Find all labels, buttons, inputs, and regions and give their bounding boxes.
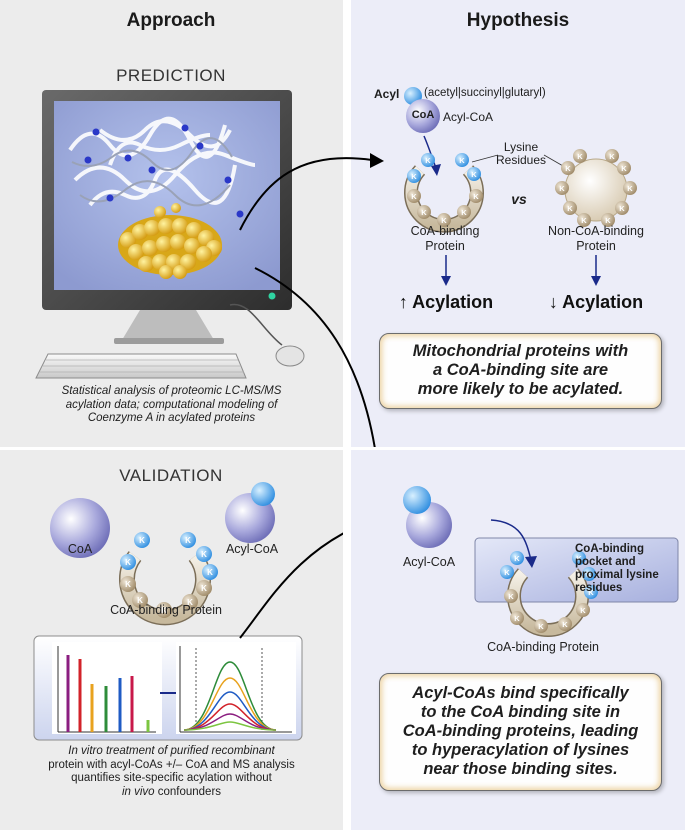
lysine-k-label: K xyxy=(125,558,131,567)
hypothesis-top-illustration: K K K K K K K K K K K K K K K K K K K xyxy=(239,87,637,447)
prediction-caption: Statistical analysis of proteomic LC-MS/… xyxy=(61,385,282,424)
acylcoa-label: Acyl-CoA xyxy=(225,542,279,556)
validation-caption: In vitro treatment of purified recombina… xyxy=(48,745,295,798)
keyboard xyxy=(35,353,247,379)
lysine-k-label: K xyxy=(137,596,143,605)
acylcoa-label-top: Acyl-CoA xyxy=(443,110,494,124)
lysine-k-label: K xyxy=(504,568,510,577)
validation-heading: VALIDATION xyxy=(119,466,223,485)
lysine-k-label: K xyxy=(125,580,131,589)
chromatogram-peak xyxy=(183,713,277,731)
coa-binding-protein-bottom-label: CoA-binding Protein xyxy=(487,640,599,654)
lysine-k-label: K xyxy=(538,622,544,631)
acyl-group-ball xyxy=(251,482,275,506)
prediction-heading: PREDICTION xyxy=(116,66,226,85)
pocket-label: CoA-binding pocket and proximal lysine r… xyxy=(575,543,659,594)
hypothesis-statement-box-2: Acyl-CoAs bind specifically to the CoA b… xyxy=(379,673,662,791)
lysine-k-label: K xyxy=(461,208,467,217)
hypothesis-statement-box-1: Mitochondrial proteins with a CoA-bindin… xyxy=(379,333,662,409)
lysine-k-label: K xyxy=(609,152,615,161)
arrow-icon xyxy=(441,276,451,286)
lysine-k-label: K xyxy=(586,570,592,579)
arrow-icon xyxy=(431,164,441,176)
decreased-acylation-label: ↓ Acylation xyxy=(548,292,644,312)
lysine-k-label: K xyxy=(562,620,568,629)
lysine-k-label: K xyxy=(201,550,207,559)
hypothesis-bottom-illustration: K K K K K K K K K K xyxy=(403,486,679,637)
lysine-k-label: K xyxy=(471,170,477,179)
acyl-types: (acetyl|succinyl|glutaryl) xyxy=(424,87,546,99)
acylcoa-ball-top xyxy=(406,99,440,133)
lysine-k-label: K xyxy=(508,592,514,601)
coa-text: CoA xyxy=(411,109,435,121)
lysine-k-label: K xyxy=(588,588,594,597)
arrow-icon xyxy=(525,556,537,568)
hypothesis-arrow xyxy=(254,267,376,447)
lysine-k-label: K xyxy=(201,584,207,593)
lysine-residues xyxy=(120,532,218,618)
lysine-residues-label: Lysine Residues xyxy=(495,140,547,167)
acyl-label: Acyl xyxy=(374,87,400,101)
lysine-k-label: K xyxy=(514,614,520,623)
lysine-k-label: K xyxy=(161,606,167,615)
lysine-k-label: K xyxy=(565,164,571,173)
protein-structure xyxy=(68,116,256,207)
chromatogram-peak xyxy=(183,721,277,731)
lysine-k-label: K xyxy=(577,152,583,161)
chromatogram-peak xyxy=(183,703,277,731)
coa-label: CoA xyxy=(67,542,93,556)
chromatogram-peak xyxy=(183,691,277,731)
hypothesis-title: Hypothesis xyxy=(466,10,570,31)
lysine-k-label: K xyxy=(187,598,193,607)
acylcoa-label-bottom: Acyl-CoA xyxy=(402,555,456,569)
lysine-k-label: K xyxy=(411,172,417,181)
prediction-arrow xyxy=(239,157,373,231)
lysine-k-label: K xyxy=(473,192,479,201)
coa-molecule-blob xyxy=(118,203,222,279)
lysine-k-label: K xyxy=(567,204,573,213)
lysine-k-label: K xyxy=(605,216,611,225)
lysine-k-label: K xyxy=(627,184,633,193)
mouse-icon xyxy=(275,345,305,367)
lysine-k-label: K xyxy=(425,156,431,165)
approach-title: Approach xyxy=(126,10,216,31)
chromatogram-area xyxy=(176,642,296,734)
lysine-k-label: K xyxy=(621,164,627,173)
non-coa-binding-protein-label: Non-CoA-binding Protein xyxy=(548,224,644,253)
lysine-k-label: K xyxy=(459,156,465,165)
acyl-group-ball-bottom xyxy=(403,486,431,514)
lysine-k-label: K xyxy=(441,216,447,225)
vs-label: vs xyxy=(511,191,527,207)
lysine-k-label: K xyxy=(411,192,417,201)
lysine-k-label: K xyxy=(581,216,587,225)
lysine-k-label: K xyxy=(619,204,625,213)
coa-ball xyxy=(50,498,110,558)
lysine-k-label: K xyxy=(559,184,565,193)
validation-illustration: K K K K K K K K K K xyxy=(33,482,343,741)
chromatogram-peak xyxy=(183,661,277,731)
lysine-k-label: K xyxy=(207,568,213,577)
increased-acylation-label: ↑ Acylation xyxy=(398,292,494,312)
computer-illustration xyxy=(35,90,305,379)
chromatogram-peak xyxy=(183,677,277,731)
validation-arrow xyxy=(239,532,343,639)
lysine-k-label: K xyxy=(139,536,145,545)
lysine-k-label: K xyxy=(580,606,586,615)
monitor-stand xyxy=(122,310,214,340)
lysine-k-label: K xyxy=(514,554,520,563)
coa-binding-protein-top-label: CoA-binding Protein xyxy=(410,224,480,253)
power-light-icon xyxy=(268,292,276,300)
lysine-k-label: K xyxy=(185,536,191,545)
lysine-k-label: K xyxy=(576,554,582,563)
arrow-icon xyxy=(591,276,601,286)
coa-binding-protein-label: CoA-binding Protein xyxy=(110,603,222,617)
lysine-k-label: K xyxy=(421,208,427,217)
